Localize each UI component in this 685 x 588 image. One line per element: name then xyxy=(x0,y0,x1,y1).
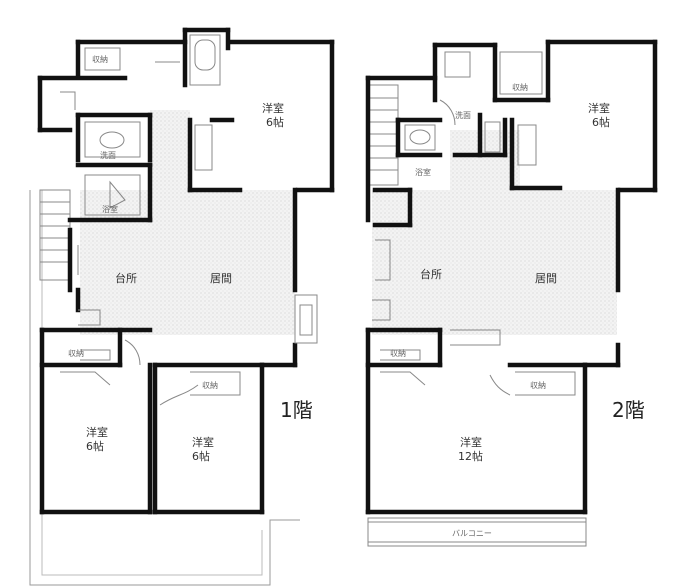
f1-western-left-size: 6帖 xyxy=(86,440,104,453)
f2-bath-label: 浴室 xyxy=(415,167,431,177)
f2-kitchen-label: 台所 xyxy=(420,267,442,281)
living-area-fill-2f xyxy=(372,190,617,335)
f1-kitchen-label: 台所 xyxy=(115,271,137,285)
f2-western-top-size: 6帖 xyxy=(592,116,610,129)
f1-bath-label: 浴室 xyxy=(102,204,118,214)
f1-western-top-size: 6帖 xyxy=(266,116,284,129)
f2-closet-a: 収納 xyxy=(390,348,406,358)
f1-western-left-name: 洋室 xyxy=(86,425,108,439)
f2-living-label: 居間 xyxy=(535,272,557,285)
f1-wash-label: 洗面 xyxy=(100,150,116,160)
f2-western-large-name: 洋室 xyxy=(460,435,482,449)
f2-closet-b: 収納 xyxy=(530,380,546,390)
floor-2-plan: 収納 洗面 浴室 洋室 6帖 台所 居間 収納 収納 洋室 12帖 バルコニー … xyxy=(365,39,658,547)
f2-wash-label: 洗面 xyxy=(455,110,471,120)
living-area-fill-1f xyxy=(80,190,295,335)
f2-western-large-size: 12帖 xyxy=(458,450,483,463)
stairs-2f xyxy=(367,84,399,186)
f1-living-label: 居間 xyxy=(210,272,232,285)
f2-balcony-label: バルコニー xyxy=(452,529,492,538)
f2-floor-label: 2階 xyxy=(612,398,645,422)
f1-western-right-size: 6帖 xyxy=(192,450,210,463)
f1-closet-b: 収納 xyxy=(202,380,218,390)
stairs-1f xyxy=(39,189,71,281)
f2-western-top-name: 洋室 xyxy=(588,101,610,115)
f1-storage-top: 収納 xyxy=(92,54,108,64)
floor-1-plan: 収納 洗面 浴室 洋室 6帖 台所 居間 収納 収納 洋室 6帖 洋室 6帖 1… xyxy=(29,27,335,586)
f1-western-right-name: 洋室 xyxy=(192,435,214,449)
f1-closet-a: 収納 xyxy=(68,348,84,358)
f1-floor-label: 1階 xyxy=(280,398,313,422)
f1-western-top-name: 洋室 xyxy=(262,101,284,115)
f2-storage-top: 収納 xyxy=(512,82,528,92)
